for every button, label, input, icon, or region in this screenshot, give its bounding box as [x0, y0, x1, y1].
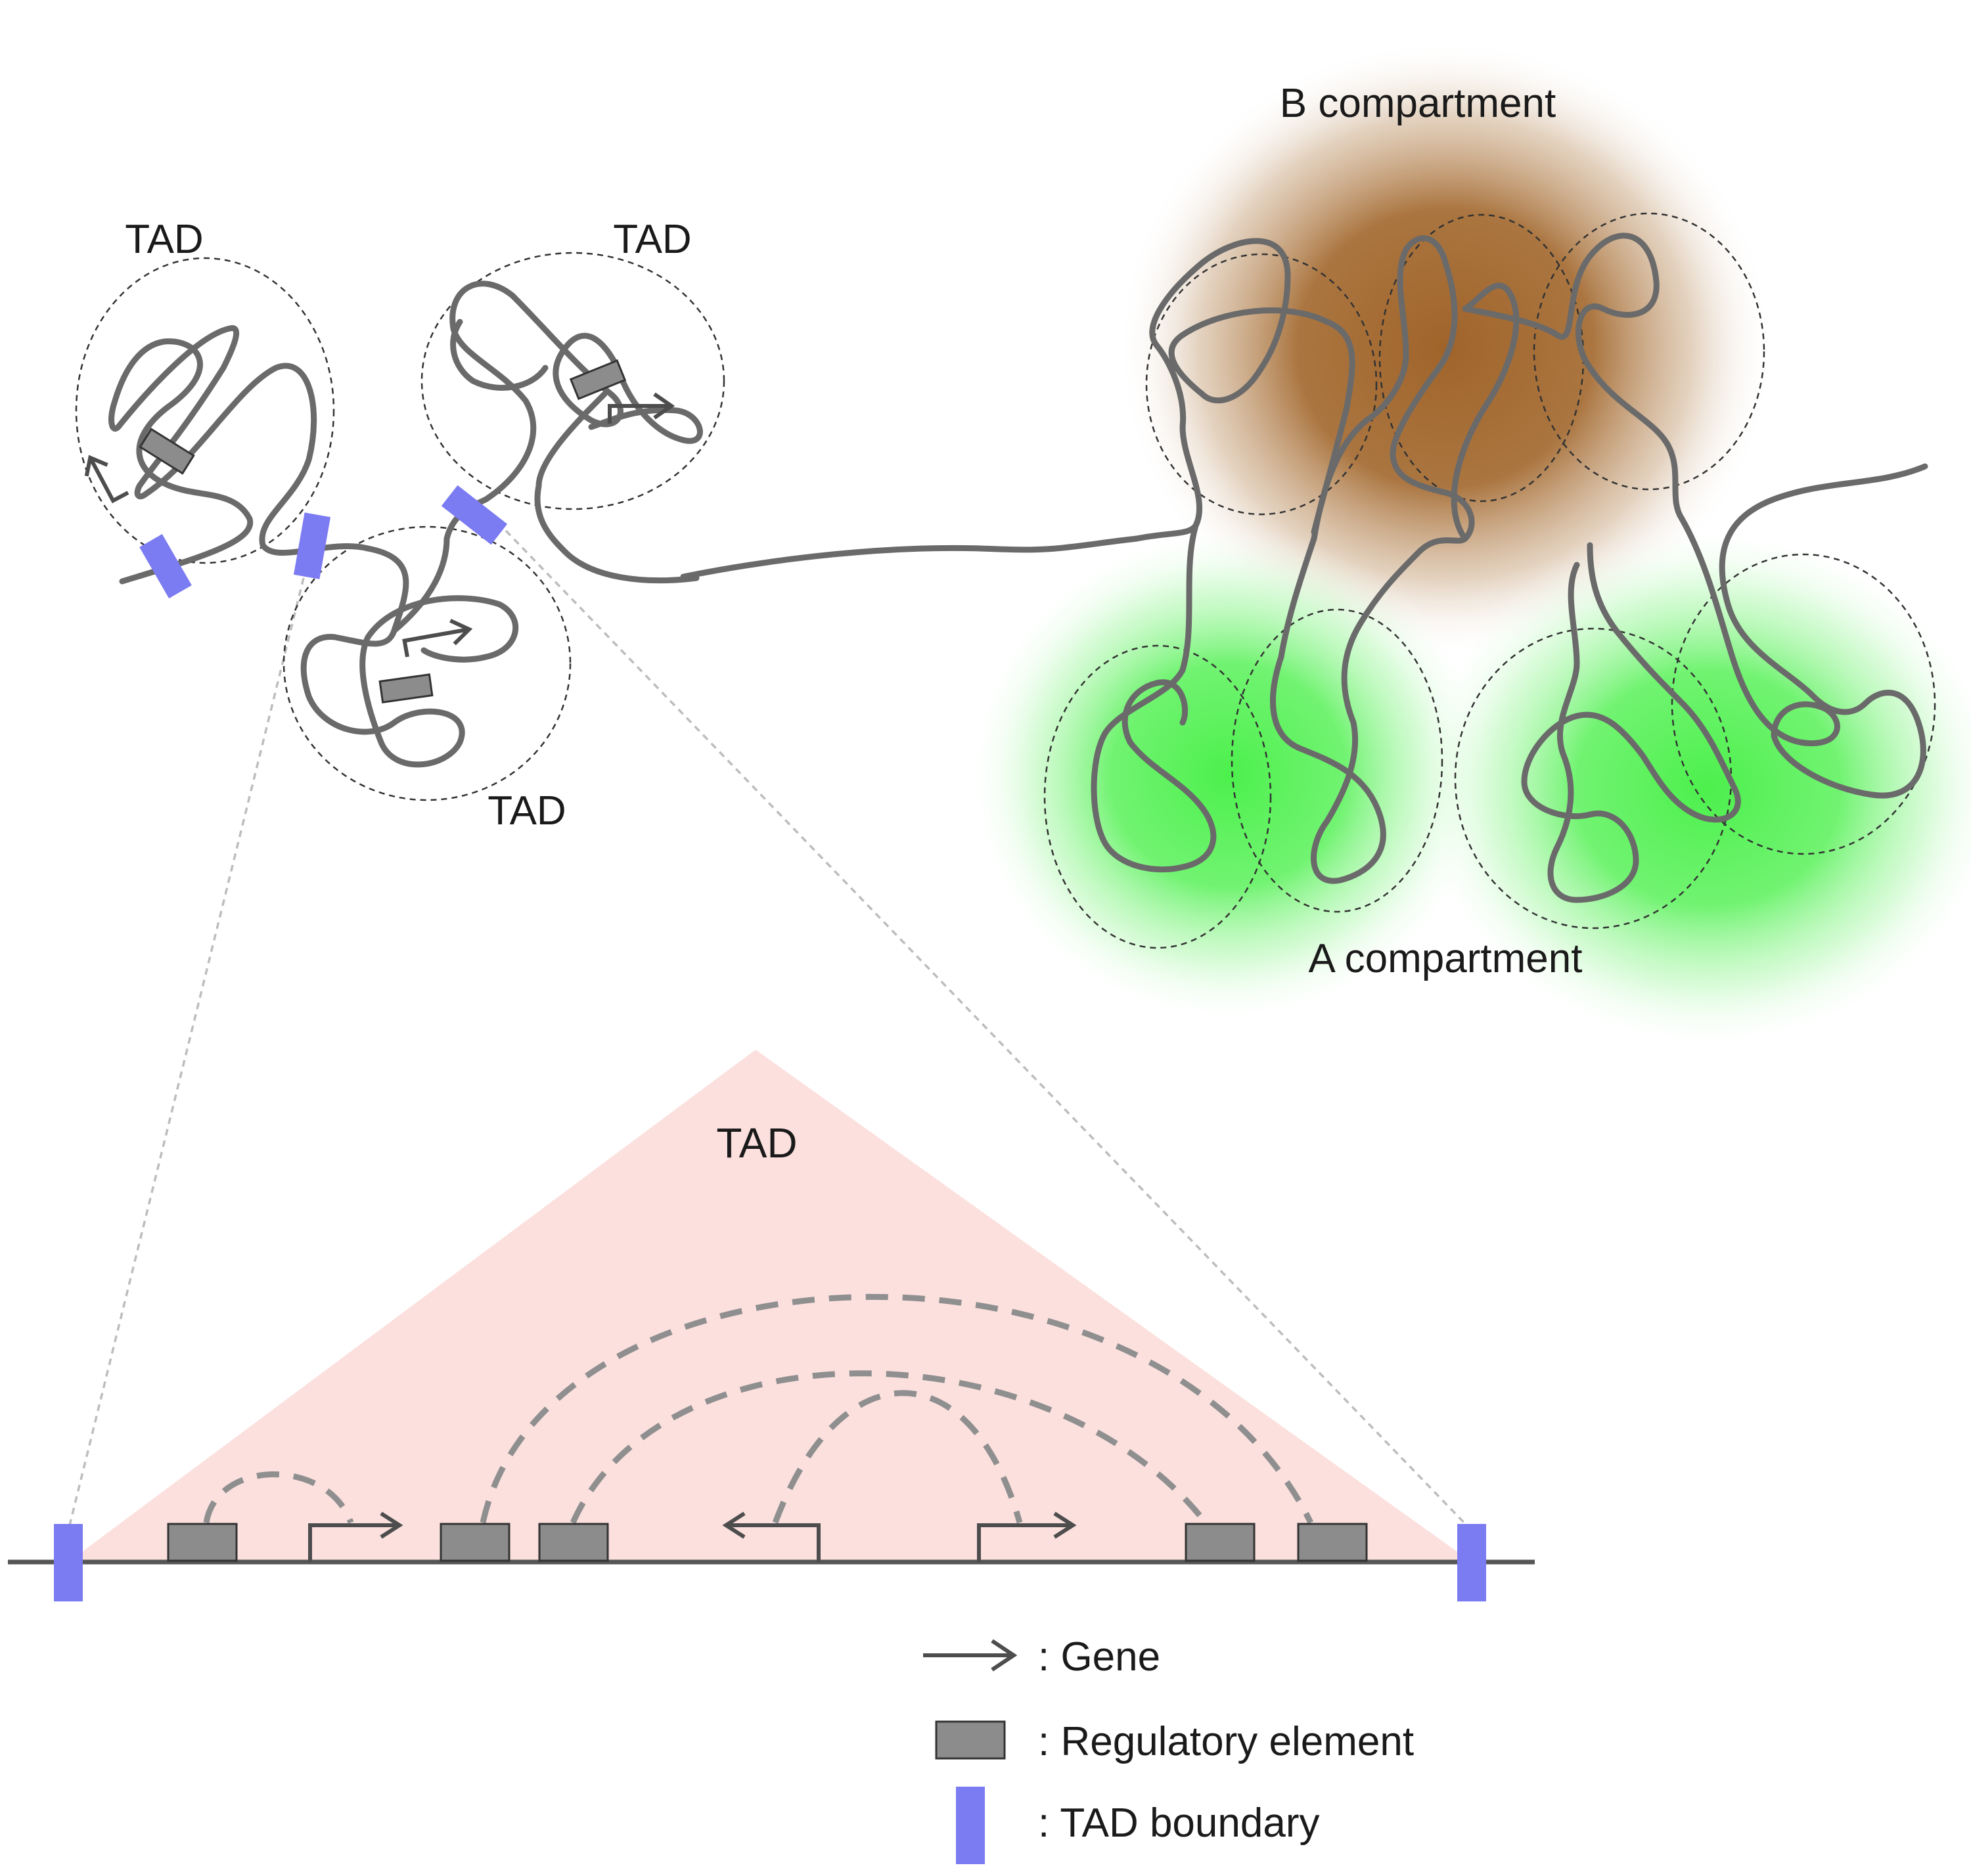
chromatin-fiber-linker	[680, 535, 1140, 580]
interaction-arc	[772, 1390, 1023, 1524]
legend-boundary-icon	[956, 1787, 985, 1864]
tad-circle-b3	[1533, 212, 1765, 491]
regulatory-element	[378, 673, 434, 704]
tad-circles-left	[75, 252, 725, 801]
tad-circle-left	[75, 257, 335, 564]
tad-boundaries-3d	[139, 485, 508, 598]
regulatory-element	[139, 428, 195, 475]
regulatory-element	[440, 1523, 510, 1562]
gene-arrow-icon	[308, 1511, 403, 1562]
regulatory-elements-3d	[139, 359, 627, 704]
gene-arrows-3d	[84, 392, 675, 658]
regulatory-element	[1297, 1523, 1368, 1562]
tad-circle-a1	[1043, 644, 1272, 949]
b-compartment-region	[1117, 39, 1774, 657]
tad-triangle-label: TAD	[716, 1119, 797, 1167]
tad-boundary-marker	[441, 485, 508, 545]
genes-linear	[308, 1511, 1077, 1562]
tad-boundary-marker	[54, 1524, 83, 1601]
legend-regulatory-icon	[935, 1720, 1006, 1760]
tad-circle-a4	[1671, 553, 1936, 855]
tad-label-middle: TAD	[613, 217, 691, 262]
tad-circle-lower	[283, 525, 572, 801]
tad-boundaries-linear	[54, 1524, 1486, 1601]
regulatory-element	[167, 1523, 238, 1562]
chromatin-fiber-b-compartment	[1133, 233, 1685, 542]
interaction-arc	[570, 1370, 1208, 1525]
gene-arrow-icon	[722, 1511, 821, 1562]
interaction-arc	[203, 1471, 354, 1524]
tad-label-lower: TAD	[487, 788, 566, 834]
interaction-arcs	[203, 1294, 1314, 1525]
regulatory-element	[569, 359, 627, 401]
linear-tad-panel: TAD	[8, 1050, 1535, 1601]
tad-boundary-marker	[1457, 1524, 1486, 1601]
tad-boundary-marker	[293, 512, 331, 579]
b-compartment-label: B compartment	[1280, 81, 1556, 126]
tad-circle-middle	[420, 252, 725, 510]
gene-arrow-icon	[608, 392, 675, 424]
gene-arrow-icon	[84, 455, 129, 504]
legend-gene-label: : Gene	[1038, 1634, 1160, 1680]
regulatory-element	[538, 1523, 609, 1562]
chromatin-fiber-a-compartment	[1091, 463, 1928, 903]
legend: : Gene : Regulatory element : TAD bounda…	[923, 1634, 1414, 1864]
tad-circle-b1	[1145, 253, 1378, 516]
tad-label-left: TAD	[125, 217, 203, 262]
a-compartment-region	[966, 525, 1971, 1051]
legend-gene-icon	[923, 1639, 1018, 1672]
tad-boundary-marker	[139, 534, 192, 598]
a-compartment-label: A compartment	[1309, 936, 1583, 981]
gene-arrow-icon	[402, 619, 473, 658]
legend-regulatory-label: : Regulatory element	[1038, 1719, 1414, 1764]
legend-boundary-label: : TAD boundary	[1038, 1800, 1320, 1846]
tad-circle-a2	[1231, 608, 1443, 913]
regulatory-element	[1185, 1523, 1256, 1562]
gene-arrow-icon	[977, 1511, 1077, 1562]
interaction-arc	[480, 1294, 1314, 1524]
regulatory-elements-linear	[167, 1523, 1368, 1562]
zoom-guide-lines	[67, 529, 1473, 1532]
